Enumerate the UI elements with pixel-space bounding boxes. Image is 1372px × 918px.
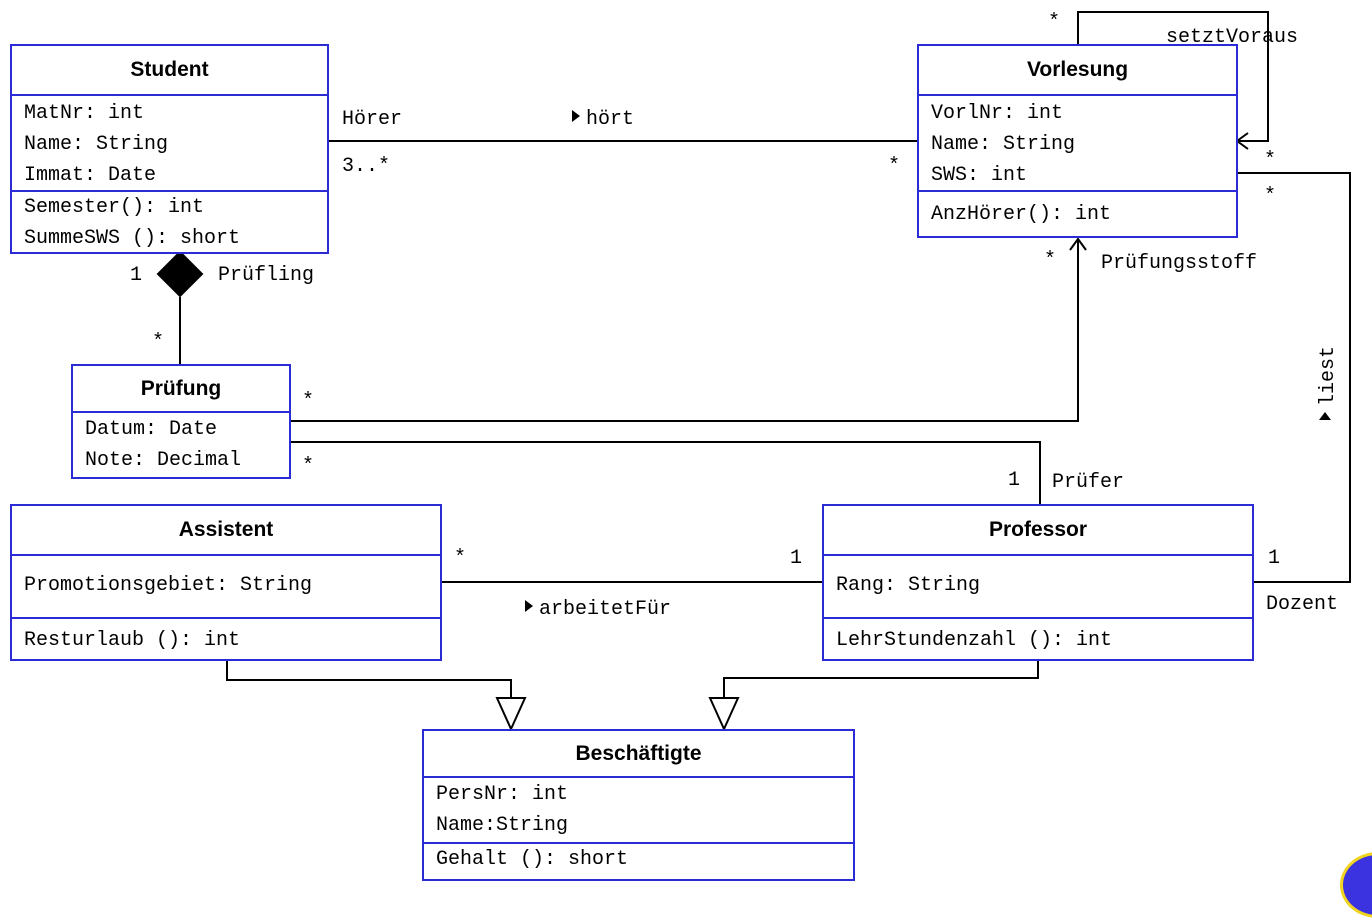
connector-lines: [156, 11, 1351, 732]
pruefungsstoff-association-line: [290, 239, 1079, 422]
liest-association-label: liest: [1317, 345, 1340, 420]
arbeitet-fuer-association-label: arbeitetFür: [525, 599, 671, 621]
arbeitet-fuer-text: arbeitetFür: [539, 598, 672, 621]
assistent-multiplicity: *: [454, 547, 467, 570]
pruefer-professor-multiplicity: 1: [1008, 469, 1021, 492]
attribute: Name:String: [436, 814, 569, 837]
attribute: Name: String: [931, 133, 1076, 156]
method: LehrStundenzahl (): int: [836, 629, 1113, 652]
attribute-section: Rang: String: [824, 556, 1252, 617]
attribute-section: VorlNr: int Name: String SWS: int: [919, 96, 1236, 190]
liest-association-line: [1237, 172, 1351, 583]
attribute: Datum: Date: [85, 418, 218, 441]
attribute: SWS: int: [931, 164, 1028, 187]
hoert-text: hört: [586, 108, 635, 131]
professor-generalization-line: [723, 660, 1039, 698]
pruefer-association-line: [290, 441, 1041, 504]
pruefling-student-multiplicity: 1: [130, 264, 143, 287]
attribute: MatNr: int: [24, 102, 145, 125]
class-name: Professor: [824, 506, 1252, 556]
vorlesung-hoert-multiplicity: *: [888, 155, 901, 178]
method: Resturlaub (): int: [24, 629, 241, 652]
hoert-association-label: hört: [572, 109, 634, 131]
dozent-role-label: Dozent: [1266, 593, 1339, 616]
attribute: Immat: Date: [24, 164, 157, 187]
assistent-generalization-line: [226, 660, 512, 698]
method-section: LehrStundenzahl (): int: [824, 617, 1252, 656]
liest-text: liest: [1317, 345, 1340, 406]
pruefung-class: Prüfung Datum: Date Note: Decimal: [71, 364, 291, 479]
pruefer-role-label: Prüfer: [1052, 471, 1125, 494]
pruefungsstoff-vorlesung-multiplicity: *: [1044, 249, 1057, 272]
assistent-class: Assistent Promotionsgebiet: String Restu…: [10, 504, 442, 661]
attribute: Promotionsgebiet: String: [24, 574, 313, 597]
direction-arrow-icon: [525, 600, 533, 612]
method-section: Semester(): int SummeSWS (): short: [12, 190, 327, 254]
professor-class: Professor Rang: String LehrStundenzahl (…: [822, 504, 1254, 661]
method-section: Gehalt (): short: [424, 842, 853, 875]
method-section: AnzHörer(): int: [919, 190, 1236, 230]
student-multiplicity: 3..*: [342, 155, 391, 178]
dozent-multiplicity: 1: [1268, 547, 1281, 570]
pruefungsstoff-arrowhead: [1069, 237, 1087, 251]
beschaeftigte-class: Beschäftigte PersNr: int Name:String Geh…: [422, 729, 855, 881]
self-top-multiplicity: *: [1048, 11, 1061, 34]
direction-arrow-icon: [572, 110, 580, 122]
method-section: Resturlaub (): int: [12, 617, 440, 656]
uml-class-diagram: Student MatNr: int Name: String Immat: D…: [10, 11, 1372, 918]
professor-generalization-triangle: [708, 697, 740, 732]
pruefung-pruefer-multiplicity: *: [302, 455, 315, 478]
class-name: Assistent: [12, 506, 440, 556]
method: Semester(): int: [24, 196, 205, 219]
attribute: Name: String: [24, 133, 169, 156]
arbeitet-professor-multiplicity: 1: [790, 547, 803, 570]
class-name: Vorlesung: [919, 46, 1236, 96]
pruefling-role-label: Prüfling: [218, 264, 315, 287]
attribute: PersNr: int: [436, 783, 569, 806]
attribute-section: PersNr: int Name:String: [424, 778, 853, 842]
class-name: Prüfung: [73, 366, 289, 413]
hoerer-role-label: Hörer: [342, 108, 403, 131]
attribute: Rang: String: [836, 574, 981, 597]
pruefung-stoff-multiplicity: *: [302, 390, 315, 413]
attribute: VorlNr: int: [931, 102, 1064, 125]
attribute-section: MatNr: int Name: String Immat: Date: [12, 96, 327, 190]
pruefung-student-multiplicity: *: [152, 331, 165, 354]
direction-arrow-icon: [1319, 412, 1331, 420]
attribute: Note: Decimal: [85, 449, 242, 472]
vorlesung-class: Vorlesung VorlNr: int Name: String SWS: …: [917, 44, 1238, 238]
setzt-voraus-association-line: [1077, 11, 1269, 142]
self-in-multiplicity: *: [1264, 149, 1277, 172]
method: SummeSWS (): short: [24, 227, 241, 250]
method: Gehalt (): short: [436, 848, 629, 871]
class-name: Beschäftigte: [424, 731, 853, 778]
assistent-generalization-triangle: [495, 697, 527, 732]
attribute-section: Promotionsgebiet: String: [12, 556, 440, 617]
student-class: Student MatNr: int Name: String Immat: D…: [10, 44, 329, 254]
class-name: Student: [12, 46, 327, 96]
attribute-section: Datum: Date Note: Decimal: [73, 413, 289, 476]
method: AnzHörer(): int: [931, 203, 1112, 226]
composition-diamond: [156, 250, 204, 298]
setzt-voraus-label: setztVoraus: [1166, 26, 1299, 49]
pruefungsstoff-role-label: Prüfungsstoff: [1101, 252, 1258, 275]
liest-vorlesung-multiplicity: *: [1264, 185, 1277, 208]
